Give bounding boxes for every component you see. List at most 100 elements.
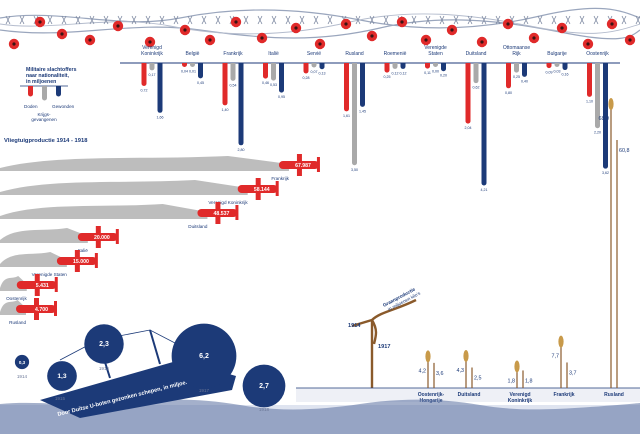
poppy-center <box>370 34 374 38</box>
casualty-value-label: 1,61 <box>343 114 350 118</box>
aircraft-propeller <box>94 253 98 268</box>
aircraft-smoke-trail <box>0 156 289 171</box>
wire-barb <box>313 15 319 25</box>
grain-country-label: Rusland <box>604 392 624 398</box>
casualty-dead-bar <box>303 63 309 74</box>
aircraft-wing <box>34 274 40 296</box>
uboat-bubble <box>242 364 286 408</box>
casualty-wounded-bar <box>360 62 365 107</box>
aircraft-country-label: Rusland <box>9 320 26 325</box>
casualty-dead-bar <box>344 62 349 112</box>
aircraft-value-label: 67.987 <box>295 163 311 169</box>
casualty-country-label: Frankrijk <box>223 51 243 57</box>
poppy-center <box>628 38 632 42</box>
casualty-captured-bar <box>514 63 519 73</box>
casualty-value-label: 0,25 <box>513 75 520 79</box>
casualty-value-label: 0,12 <box>400 71 407 75</box>
uboat-section: Door Duitse U-boten gezonken schepen, in… <box>0 323 640 434</box>
casualty-value-label: 0,20 <box>440 74 447 78</box>
aircraft-country-label: Frankrijk <box>271 176 289 181</box>
casualty-dead-bar <box>465 63 471 124</box>
casualty-value-label: 2,04 <box>465 126 472 130</box>
wire-barb <box>425 15 431 25</box>
grain-year-1914: 1914 <box>348 323 361 329</box>
sea-wave <box>0 399 640 434</box>
legend-title-line: in miljoenen <box>26 79 56 85</box>
wire-barb <box>47 15 53 25</box>
legend-captured-drop <box>42 86 47 101</box>
grain-value-1914: 4,2 <box>419 368 427 374</box>
wire-barb <box>89 15 95 25</box>
poppy-center <box>506 22 510 26</box>
grain-value-1917: 60,8 <box>619 148 630 154</box>
aircraft-propeller <box>316 157 320 172</box>
poppy-center <box>480 40 484 44</box>
poppy-center <box>38 20 42 24</box>
casualty-value-label: 4,21 <box>481 188 488 192</box>
wire-barb <box>551 15 557 25</box>
poppy-center <box>294 26 298 30</box>
casualty-wounded-bar <box>319 63 325 70</box>
wire-barb <box>131 15 137 25</box>
grain-country-label: Frankrijk <box>553 392 574 398</box>
casualty-dead-bar <box>384 63 390 73</box>
casualty-wounded-bar <box>481 63 487 186</box>
aircraft-country-label: Verenigde Staten <box>32 272 68 277</box>
casualty-captured-bar <box>392 63 398 69</box>
wire-barb <box>327 15 333 25</box>
grain-value-1914: 7,7 <box>552 354 560 360</box>
grain-ear-1914 <box>514 360 520 373</box>
casualty-value-label: 0,28 <box>303 76 310 80</box>
casualty-wounded-bar <box>400 63 406 69</box>
wire-barb <box>467 15 473 25</box>
casualty-value-label: 0,25 <box>384 75 391 79</box>
casualty-country-label: Rijk <box>512 51 521 57</box>
uboat-bubble <box>171 323 237 389</box>
casualty-country-label: Roemenië <box>384 51 407 57</box>
casualty-value-label: 1,66 <box>157 115 164 119</box>
casualty-captured-bar <box>433 63 438 67</box>
grain-ear-1914 <box>608 98 614 110</box>
casualty-dead-bar <box>425 63 430 69</box>
aircraft-value-label: 48.537 <box>214 211 230 217</box>
aircraft-propeller <box>115 229 119 244</box>
grain-ear-1914 <box>463 349 469 362</box>
legend-dead-label: Doden <box>24 104 38 109</box>
casualty-wounded-bar <box>603 63 608 169</box>
grain-value-1917: 2,5 <box>474 376 482 382</box>
casualty-country-label: België <box>186 51 200 57</box>
poppy-center <box>344 22 348 26</box>
grain-signpost <box>351 298 417 392</box>
grain-ear-1914 <box>425 350 431 363</box>
uboat-year-label: 1917 <box>199 388 210 393</box>
aircraft-wing <box>34 298 39 320</box>
casualty-country-label: Verenigd <box>142 45 162 51</box>
casualty-wounded-bar <box>238 63 244 146</box>
casualty-value-label: 2,80 <box>238 148 245 152</box>
legend-title-line: Militaire slachtoffers <box>26 67 77 73</box>
aircraft-smoke-trail <box>0 204 208 219</box>
poppy-center <box>532 36 536 40</box>
aircraft-wing <box>95 226 101 248</box>
casualty-wounded-bar <box>441 62 446 72</box>
wire-barb <box>537 15 543 25</box>
casualty-value-label: 0,45 <box>197 81 204 85</box>
uboat-year-label: 1918 <box>259 407 270 412</box>
wire-barb <box>257 15 263 25</box>
casualty-wounded-bar <box>198 62 203 79</box>
uboat-value-label: 1,3 <box>57 373 67 380</box>
casualty-value-label: 0,95 <box>278 95 285 99</box>
casualty-value-label: 0,04 <box>181 70 188 74</box>
